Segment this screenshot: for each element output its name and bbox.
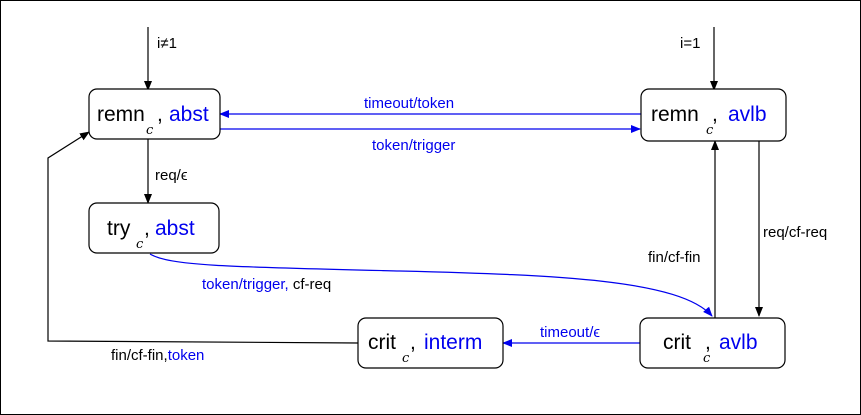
label-init-left: i≠1 — [157, 35, 177, 52]
label-try-to-crit-blue: token/trigger, — [202, 276, 289, 293]
edge-fin-cffin-token — [47, 131, 359, 344]
state-crit-avlb: crit c , avlb — [639, 317, 786, 369]
label-init-right: i=1 — [680, 35, 700, 52]
svg-text:remn: remn — [97, 103, 145, 126]
label-token-trigger: token/trigger — [372, 137, 455, 154]
state-comma: , — [410, 331, 416, 354]
state-name: crit — [368, 331, 396, 354]
label-req-cfreq: req/cf-req — [763, 224, 827, 241]
state-name: try — [107, 217, 131, 240]
label-try-to-crit: token/trigger, cf-req — [202, 276, 331, 293]
state-try-abst: try c , abst — [88, 202, 220, 254]
state-subscript: c — [136, 237, 144, 252]
label-fin-cffin-token-blue: token — [168, 347, 205, 364]
state-crit-interm: crit c , interm — [357, 317, 504, 369]
edge-try-to-crit — [149, 253, 713, 317]
state-name: crit — [663, 331, 691, 354]
label-timeout-token: timeout/token — [364, 95, 454, 112]
label-fin-cffin-token: fin/cf-fin,token — [111, 347, 204, 364]
state-comma: , — [144, 217, 150, 240]
state-mode: avlb — [728, 103, 767, 126]
state-mode: abst — [169, 103, 209, 126]
state-comma: , — [157, 103, 163, 126]
state-subscript: c — [703, 351, 711, 366]
state-mode: interm — [424, 331, 482, 354]
state-subscript: c — [706, 123, 714, 138]
state-subscript: c — [146, 123, 154, 138]
label-fin-cffin: fin/cf-fin — [648, 249, 701, 266]
state-remn-avlb: remn c , avlb — [640, 88, 787, 142]
label-try-to-crit-black: cf-req — [289, 276, 332, 293]
state-mode: avlb — [719, 331, 758, 354]
state-name: remn — [651, 103, 699, 126]
label-timeout-eps: timeout/ϵ — [540, 324, 600, 341]
state-comma: , — [712, 103, 718, 126]
state-remn-abst: remn c , abst — [88, 88, 221, 140]
label-fin-cffin-token-black: fin/cf-fin, — [111, 347, 168, 364]
state-mode: abst — [155, 217, 195, 240]
state-subscript: c — [402, 351, 410, 366]
state-comma: , — [705, 331, 711, 354]
label-req-eps: req/ϵ — [155, 167, 188, 184]
state-name: remn — [97, 103, 145, 126]
